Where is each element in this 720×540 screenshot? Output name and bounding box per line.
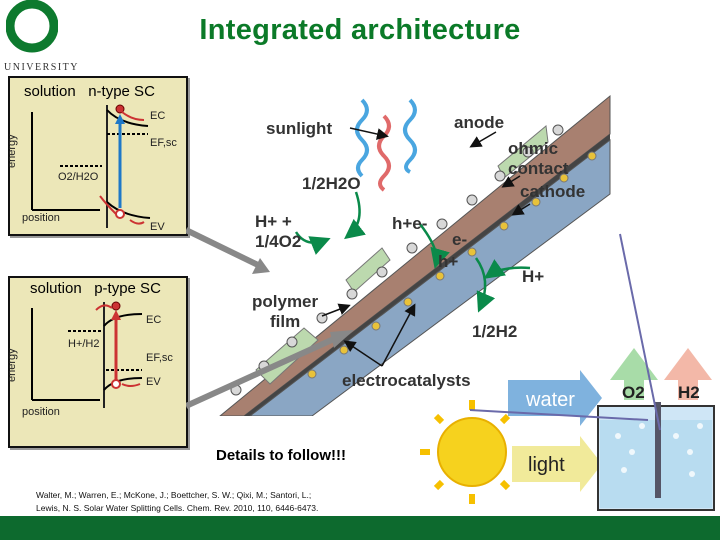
ptype-ec-label: EC bbox=[146, 314, 162, 326]
anode-label: anode bbox=[454, 113, 505, 132]
ntype-panel-title: solution n-type SC bbox=[24, 83, 155, 100]
ptype-ef-label: EF,sc bbox=[146, 352, 173, 364]
ohmic-label-1: ohmic bbox=[508, 139, 559, 158]
ntype-band-diagram bbox=[31, 104, 151, 228]
citation: Walter, M.; Warren, E.; McKone, J.; Boet… bbox=[36, 489, 436, 515]
slide-title: Integrated architecture bbox=[199, 14, 521, 46]
electron-hole-label-1: e- bbox=[452, 230, 468, 249]
ntype-position-axis: position bbox=[22, 212, 60, 224]
membrane-architecture-diagram bbox=[186, 94, 611, 416]
polymer-film-label-2: film bbox=[270, 312, 301, 331]
ptype-ev-label: EV bbox=[146, 376, 161, 388]
ntype-ev-label: EV bbox=[150, 221, 165, 233]
o2-label: O2 bbox=[622, 383, 645, 402]
electron-hole-label-2: h+ bbox=[438, 252, 459, 271]
ntype-ef-label: EF,sc bbox=[150, 137, 177, 149]
footer-bar bbox=[0, 516, 720, 540]
ohmic-label-2: contact bbox=[508, 159, 569, 178]
light-label: light bbox=[528, 454, 565, 476]
electrocatalysts-label: electrocatalysts bbox=[342, 371, 471, 390]
h2-label: H2 bbox=[678, 383, 700, 402]
sunlight-label: sunlight bbox=[266, 119, 333, 138]
university-label: UNIVERSITY bbox=[4, 62, 79, 73]
water-splitting-cell bbox=[420, 233, 715, 511]
ptype-panel-title: solution p-type SC bbox=[30, 280, 161, 297]
ntype-redox-label: O2/H2O bbox=[58, 171, 99, 183]
ntype-ec-label: EC bbox=[150, 110, 166, 122]
proton-oxygen-label-1: H+ + bbox=[255, 212, 292, 231]
ntype-energy-axis: energy bbox=[6, 134, 18, 168]
water-label: water bbox=[526, 389, 575, 411]
oregon-o-logo bbox=[6, 0, 58, 53]
proton-oxygen-label-2: 1/4O2 bbox=[255, 232, 302, 251]
ptype-position-axis: position bbox=[22, 406, 60, 418]
citation-line-2: Lewis, N. S. Solar Water Splitting Cells… bbox=[36, 503, 319, 513]
sun-icon bbox=[420, 400, 524, 504]
ptype-energy-axis: energy bbox=[6, 348, 18, 382]
details-note: Details to follow!!! bbox=[216, 447, 346, 464]
hole-electron-label: h+e- bbox=[392, 214, 428, 233]
ptype-band-panel bbox=[8, 276, 188, 448]
polymer-film-label-1: polymer bbox=[252, 292, 319, 311]
cathode-label: cathode bbox=[520, 182, 586, 201]
half-h2-label: 1/2H2 bbox=[472, 322, 518, 341]
citation-line-1: Walter, M.; Warren, E.; McKone, J.; Boet… bbox=[36, 490, 312, 500]
proton-label: H+ bbox=[522, 267, 545, 286]
ptype-redox-label: H+/H2 bbox=[68, 338, 100, 350]
half-h2o-label: 1/2H2O bbox=[302, 174, 361, 193]
ptype-band-diagram bbox=[31, 301, 143, 408]
